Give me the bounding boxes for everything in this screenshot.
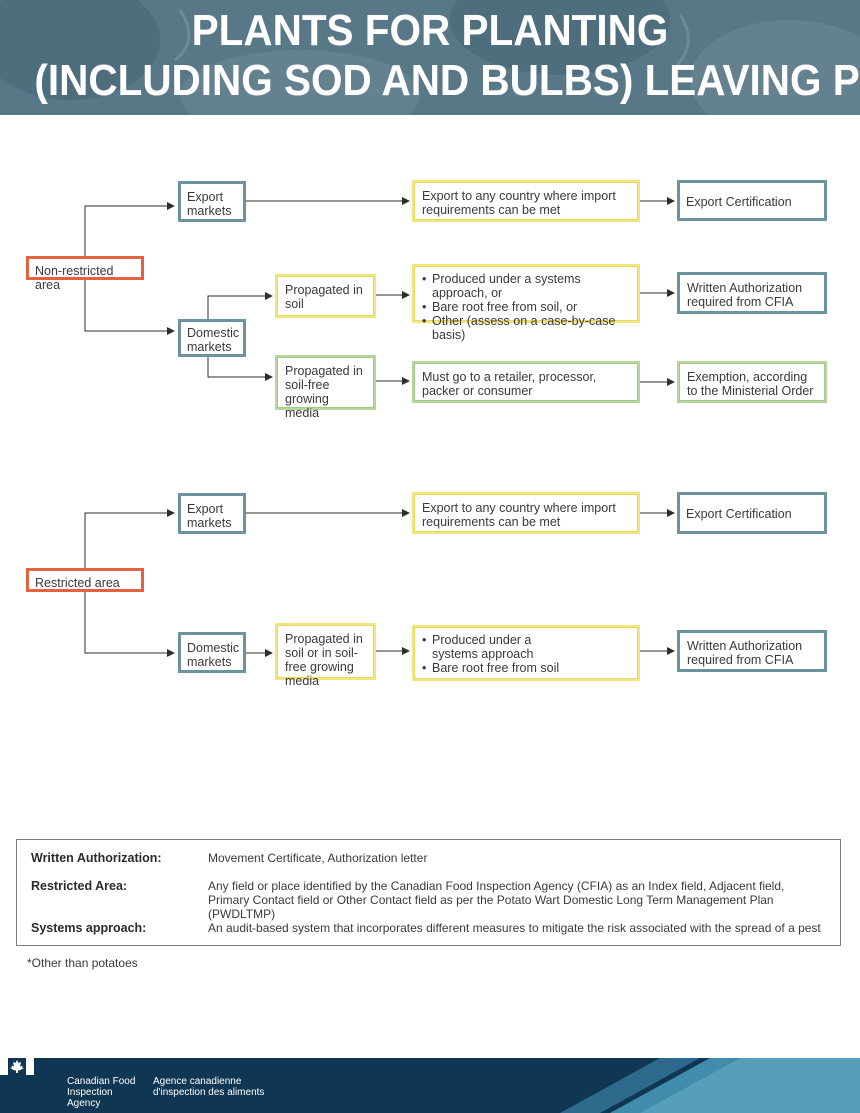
legend-term-systems-approach: Systems approach:	[31, 921, 147, 935]
r-domestic-markets-label: Domestic markets	[187, 641, 240, 669]
agency-name-french: Agence canadienne d'inspection des alime…	[153, 1076, 265, 1098]
nr-written-authorization-label: Written Authorization required from CFIA	[687, 281, 803, 309]
title-line-1: PLANTS FOR PLANTING	[191, 6, 669, 55]
header-background-pattern	[0, 0, 860, 115]
nr-propagated-soilfree-label: Propagated in soil-free growing media	[285, 364, 363, 420]
r-export-markets-box: Export markets	[178, 493, 246, 534]
list-item: Bare root free from soil, or	[422, 300, 630, 314]
footer-banner: Canadian Food Inspection Agency Agence c…	[0, 1058, 860, 1113]
restricted-area-label: Restricted area	[35, 576, 120, 590]
nr-export-markets-box: Export markets	[178, 181, 246, 222]
r-domestic-markets-box: Domestic markets	[178, 632, 246, 673]
r-conditions-list: Produced under a systems approach Bare r…	[422, 633, 630, 675]
r-propagated-label: Propagated in soil or in soil-free growi…	[285, 632, 363, 688]
title-line-2: (INCLUDING SOD AND BULBS) LEAVING PEI*	[34, 56, 860, 105]
r-written-authorization-label: Written Authorization required from CFIA	[687, 639, 803, 667]
nr-export-requirements-label: Export to any country where import requi…	[422, 189, 616, 217]
r-export-certification-box: Export Certification	[677, 492, 827, 534]
non-restricted-area-label: Non-restricted area	[35, 264, 114, 292]
legend-term-written-authorization: Written Authorization:	[31, 851, 162, 865]
legend-def-systems-approach: An audit-based system that incorporates …	[208, 921, 821, 935]
nr-retailer-label: Must go to a retailer, processor, packer…	[422, 370, 597, 398]
r-written-authorization-box: Written Authorization required from CFIA	[677, 630, 827, 672]
list-item: Produced under a systems approach, or	[422, 272, 630, 300]
header-banner: PLANTS FOR PLANTING (INCLUDING SOD AND B…	[0, 0, 860, 115]
r-export-markets-label: Export markets	[187, 502, 232, 530]
nr-propagated-soilfree-box: Propagated in soil-free growing media	[275, 355, 376, 420]
nr-domestic-markets-box: Domestic markets	[178, 319, 246, 357]
nr-export-requirements-box: Export to any country where import requi…	[412, 180, 640, 222]
nr-export-certification-label: Export Certification	[686, 195, 792, 209]
legend-def-restricted-area: Any field or place identified by the Can…	[208, 879, 785, 921]
legend-def-written-authorization: Movement Certificate, Authorization lett…	[208, 851, 428, 865]
nr-soil-conditions-box: Produced under a systems approach, or Ba…	[412, 264, 640, 342]
r-conditions-box: Produced under a systems approach Bare r…	[412, 625, 640, 681]
nr-propagated-soil-box: Propagated in soil	[275, 274, 376, 318]
restricted-area-box: Restricted area	[26, 568, 144, 592]
legend-term-restricted-area: Restricted Area:	[31, 879, 128, 893]
nr-written-authorization-box: Written Authorization required from CFIA	[677, 272, 827, 314]
canada-flag-icon	[0, 1058, 34, 1075]
list-item: Bare root free from soil	[422, 661, 630, 675]
list-item: Produced under a systems approach	[422, 633, 630, 661]
nr-soil-conditions-list: Produced under a systems approach, or Ba…	[422, 272, 630, 342]
r-export-certification-label: Export Certification	[686, 507, 792, 521]
definitions-legend: Written Authorization: Movement Certific…	[16, 839, 841, 946]
agency-name-english: Canadian Food Inspection Agency	[67, 1076, 136, 1109]
page-title: PLANTS FOR PLANTING (INCLUDING SOD AND B…	[34, 6, 860, 106]
non-restricted-area-box: Non-restricted area	[26, 256, 144, 292]
list-item: Other (assess on a case-by-case basis)	[422, 314, 630, 342]
footer-background-stripe	[560, 1058, 860, 1113]
nr-domestic-markets-label: Domestic markets	[187, 326, 240, 354]
r-export-requirements-box: Export to any country where import requi…	[412, 492, 640, 534]
nr-export-certification-box: Export Certification	[677, 180, 827, 221]
r-export-requirements-label: Export to any country where import requi…	[422, 501, 616, 529]
footnote: *Other than potatoes	[27, 956, 138, 970]
nr-exemption-box: Exemption, according to the Ministerial …	[677, 361, 827, 403]
nr-exemption-label: Exemption, according to the Ministerial …	[687, 370, 814, 398]
r-propagated-box: Propagated in soil or in soil-free growi…	[275, 623, 376, 688]
flow-connectors	[84, 197, 675, 657]
nr-export-markets-label: Export markets	[187, 190, 232, 218]
nr-retailer-box: Must go to a retailer, processor, packer…	[412, 361, 640, 403]
nr-propagated-soil-label: Propagated in soil	[285, 283, 363, 311]
